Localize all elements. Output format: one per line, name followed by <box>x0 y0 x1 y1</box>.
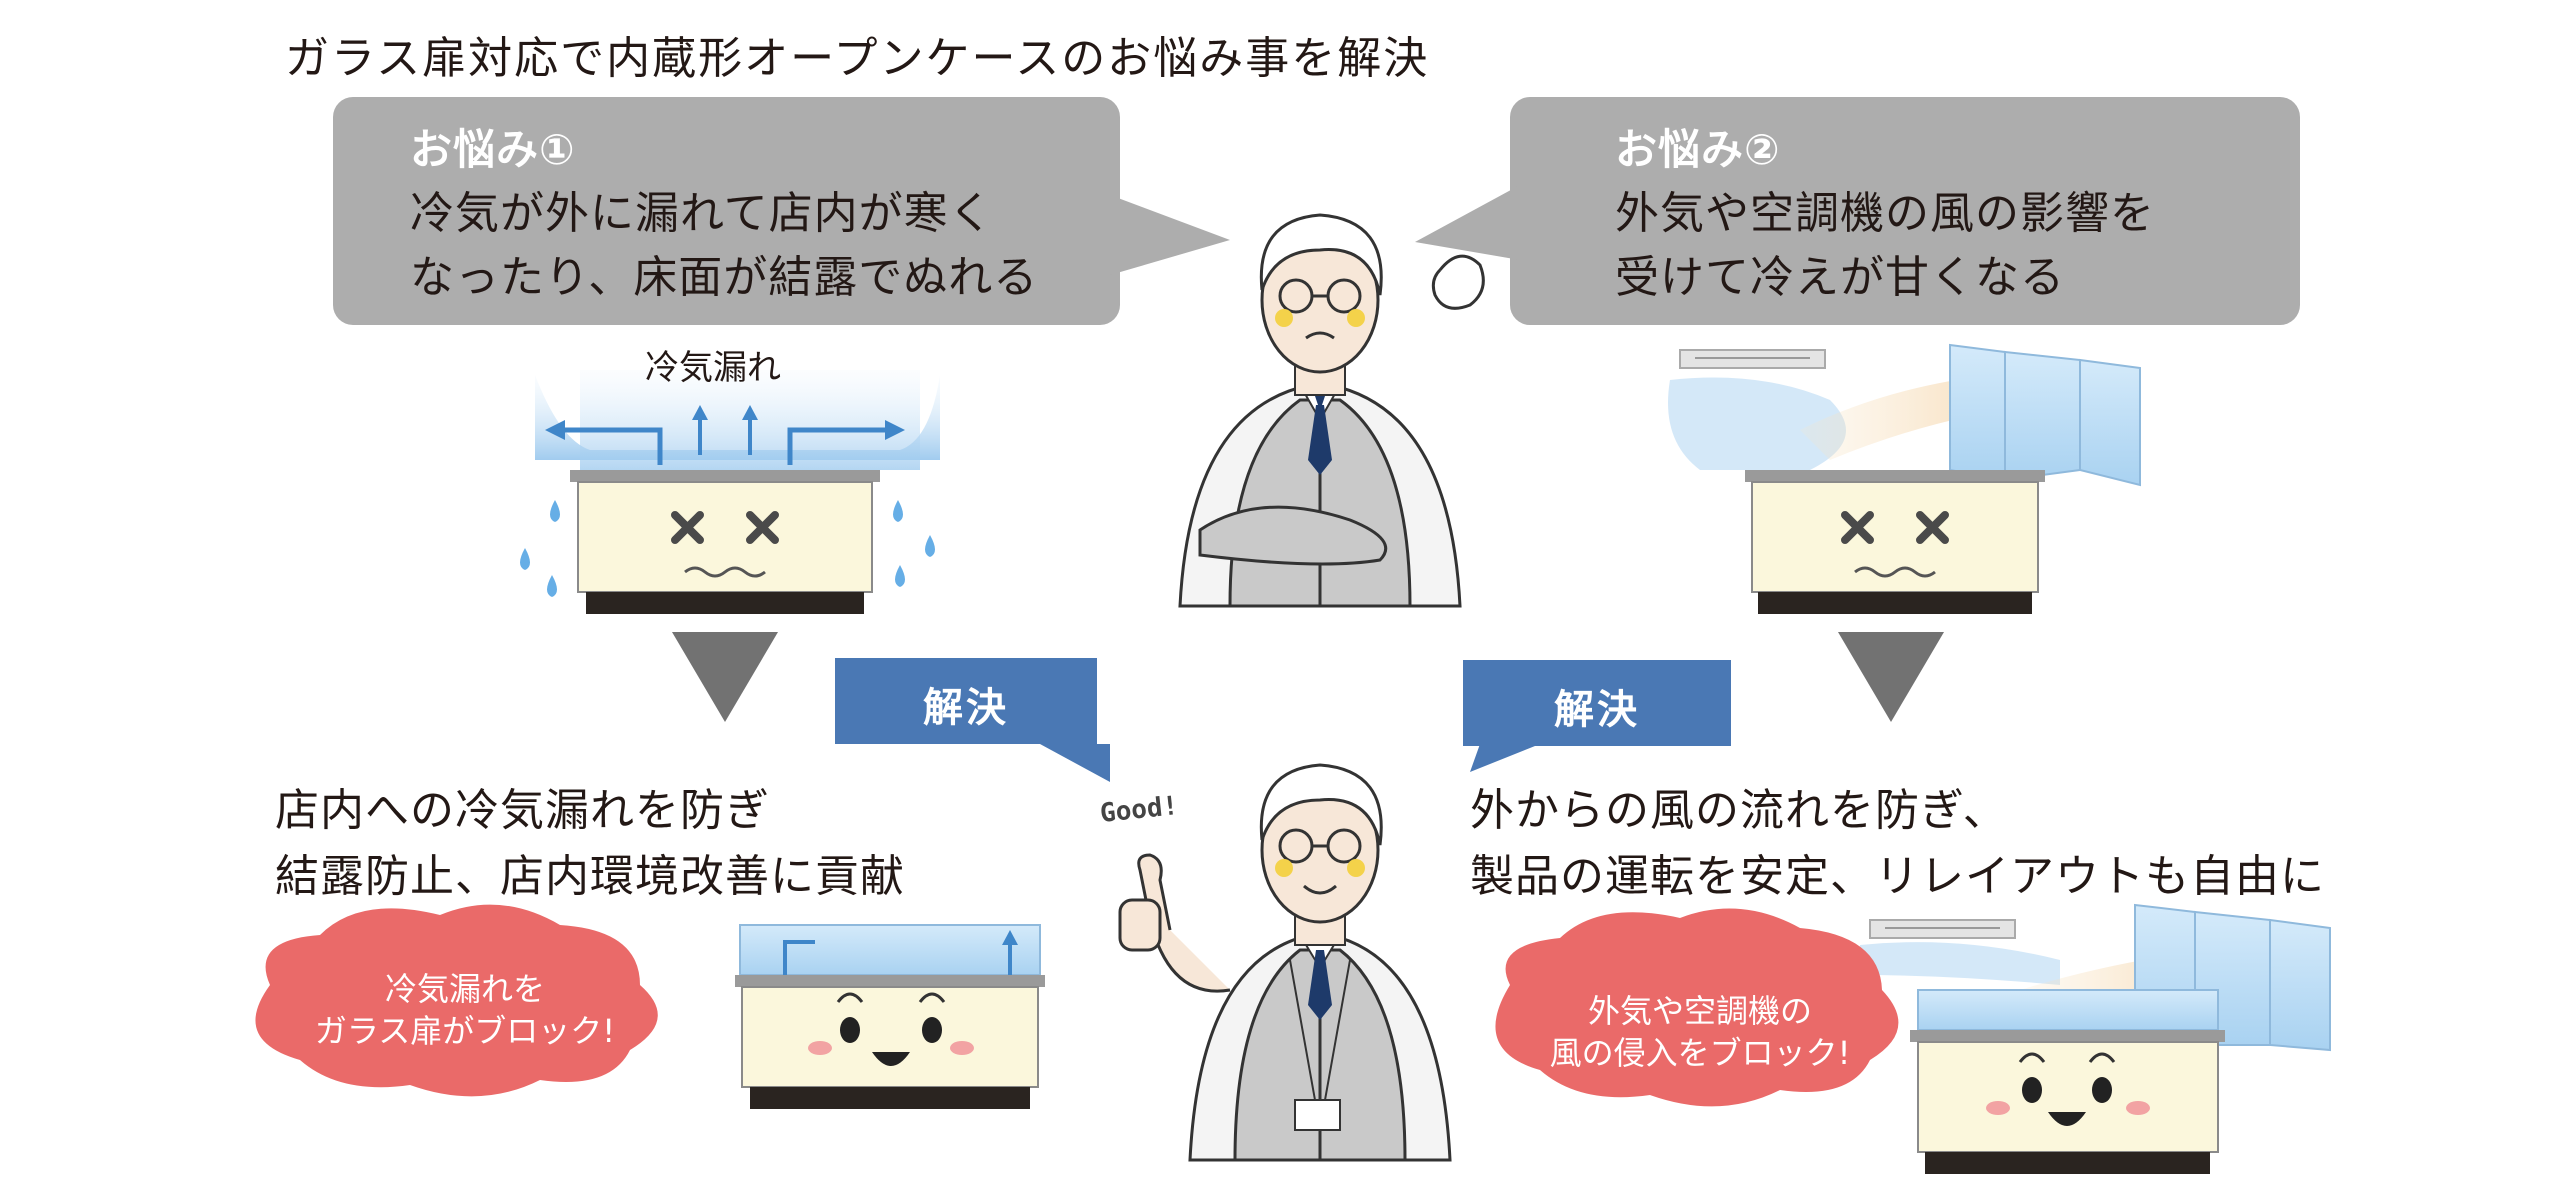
cold-leak-label: 冷気漏れ <box>645 348 781 388</box>
solution-1-text: 店内への冷気漏れを防ぎ 結露防止、店内環境改善に貢献 <box>275 778 905 910</box>
solution-2-line1: 外からの風の流れを防ぎ、 <box>1470 785 2008 836</box>
problem-bubble-1 <box>333 97 1230 325</box>
worried-man-illustration <box>1178 213 1485 608</box>
case-solution-2 <box>1860 903 2331 1174</box>
solution-tag-1-label: 解決 <box>923 685 1009 731</box>
solution-2-text: 外からの風の流れを防ぎ、 製品の運転を安定、リレイアウトも自由に <box>1470 778 2325 910</box>
solution-tag-1 <box>835 658 1110 782</box>
down-arrow-2 <box>1838 632 1944 722</box>
cloud-1-text: 冷気漏れを ガラス扉がブロック! <box>270 968 660 1052</box>
case-problem-1 <box>520 370 940 614</box>
case-solution-1 <box>735 924 1045 1109</box>
problem-2-line1: 外気や空調機の風の影響を <box>1615 188 2155 239</box>
problem-2-text: お悩み② 外気や空調機の風の影響を 受けて冷えが甘くなる <box>1615 118 2155 310</box>
cloud-callout-1 <box>255 904 658 1097</box>
problem-1-line1: 冷気が外に漏れて店内が寒く <box>410 188 994 239</box>
case-problem-2 <box>1668 343 2141 614</box>
solution-2-line2: 製品の運転を安定、リレイアウトも自由に <box>1470 851 2325 902</box>
happy-man-illustration <box>1118 763 1452 1162</box>
cloud-2-line1: 外気や空調機の <box>1587 992 1812 1030</box>
solution-tag-2-label: 解決 <box>1554 687 1640 733</box>
problem-1-line2: なったり、床面が結露でぬれる <box>410 252 1039 303</box>
cloud-1-line1: 冷気漏れを <box>384 970 545 1008</box>
problem-bubble-2 <box>1415 97 2300 325</box>
cloud-2-line2: 風の侵入をブロック! <box>1549 1034 1851 1072</box>
cloud-callout-2 <box>1495 908 1899 1107</box>
problem-2-line2: 受けて冷えが甘くなる <box>1615 252 2065 303</box>
down-arrow-1 <box>672 632 778 722</box>
cloud-1-line2: ガラス扉がブロック! <box>314 1012 616 1050</box>
page-title: ガラス扉対応で内蔵形オープンケースのお悩み事を解決 <box>285 33 1430 84</box>
solution-tag-2 <box>1463 660 1731 772</box>
problem-1-text: お悩み① 冷気が外に漏れて店内が寒く なったり、床面が結露でぬれる <box>410 118 1038 310</box>
solution-1-line2: 結露防止、店内環境改善に貢献 <box>275 851 905 902</box>
problem-1-heading: お悩み① <box>410 125 576 174</box>
cloud-2-text: 外気や空調機の 風の侵入をブロック! <box>1500 990 1900 1074</box>
problem-2-heading: お悩み② <box>1615 125 1781 174</box>
solution-1-line1: 店内への冷気漏れを防ぎ <box>275 785 770 836</box>
